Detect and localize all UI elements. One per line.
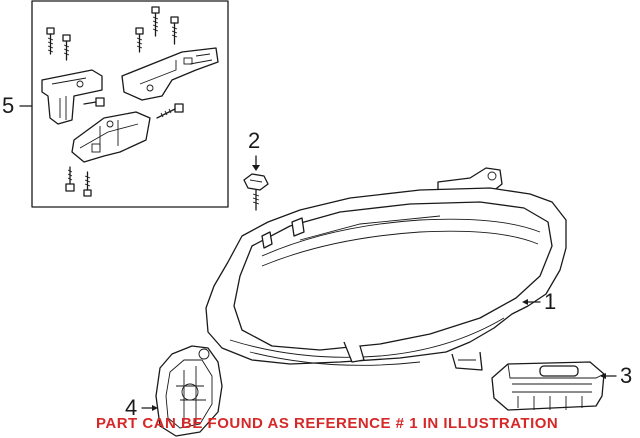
adjuster-cover [155,345,223,437]
screw-icon [65,166,75,192]
lower-bracket [71,111,151,163]
callout-2: 2 [248,128,261,153]
screw-icon [46,27,55,55]
inset-box-item-5 [31,0,229,208]
bolt-icon [83,97,105,107]
upper-right-bracket [121,47,219,101]
screw-icon [83,171,92,197]
screw-icon [151,6,160,37]
control-module [491,361,605,411]
mounting-bracket-kit [41,6,219,197]
footer-note: PART CAN BE FOUND AS REFERENCE # 1 IN IL… [96,415,559,432]
bolt-icon [156,103,184,119]
screw-icon [170,16,179,45]
callout-4: 4 [125,395,138,420]
headlamp-assembly [205,167,567,371]
callout-3: 3 [620,363,633,388]
callout-1: 1 [544,289,557,314]
screw-icon [62,34,71,61]
bolt-item-2 [243,155,269,211]
left-bracket [41,69,103,125]
screw-icon [135,27,144,53]
callout-5: 5 [2,93,15,118]
